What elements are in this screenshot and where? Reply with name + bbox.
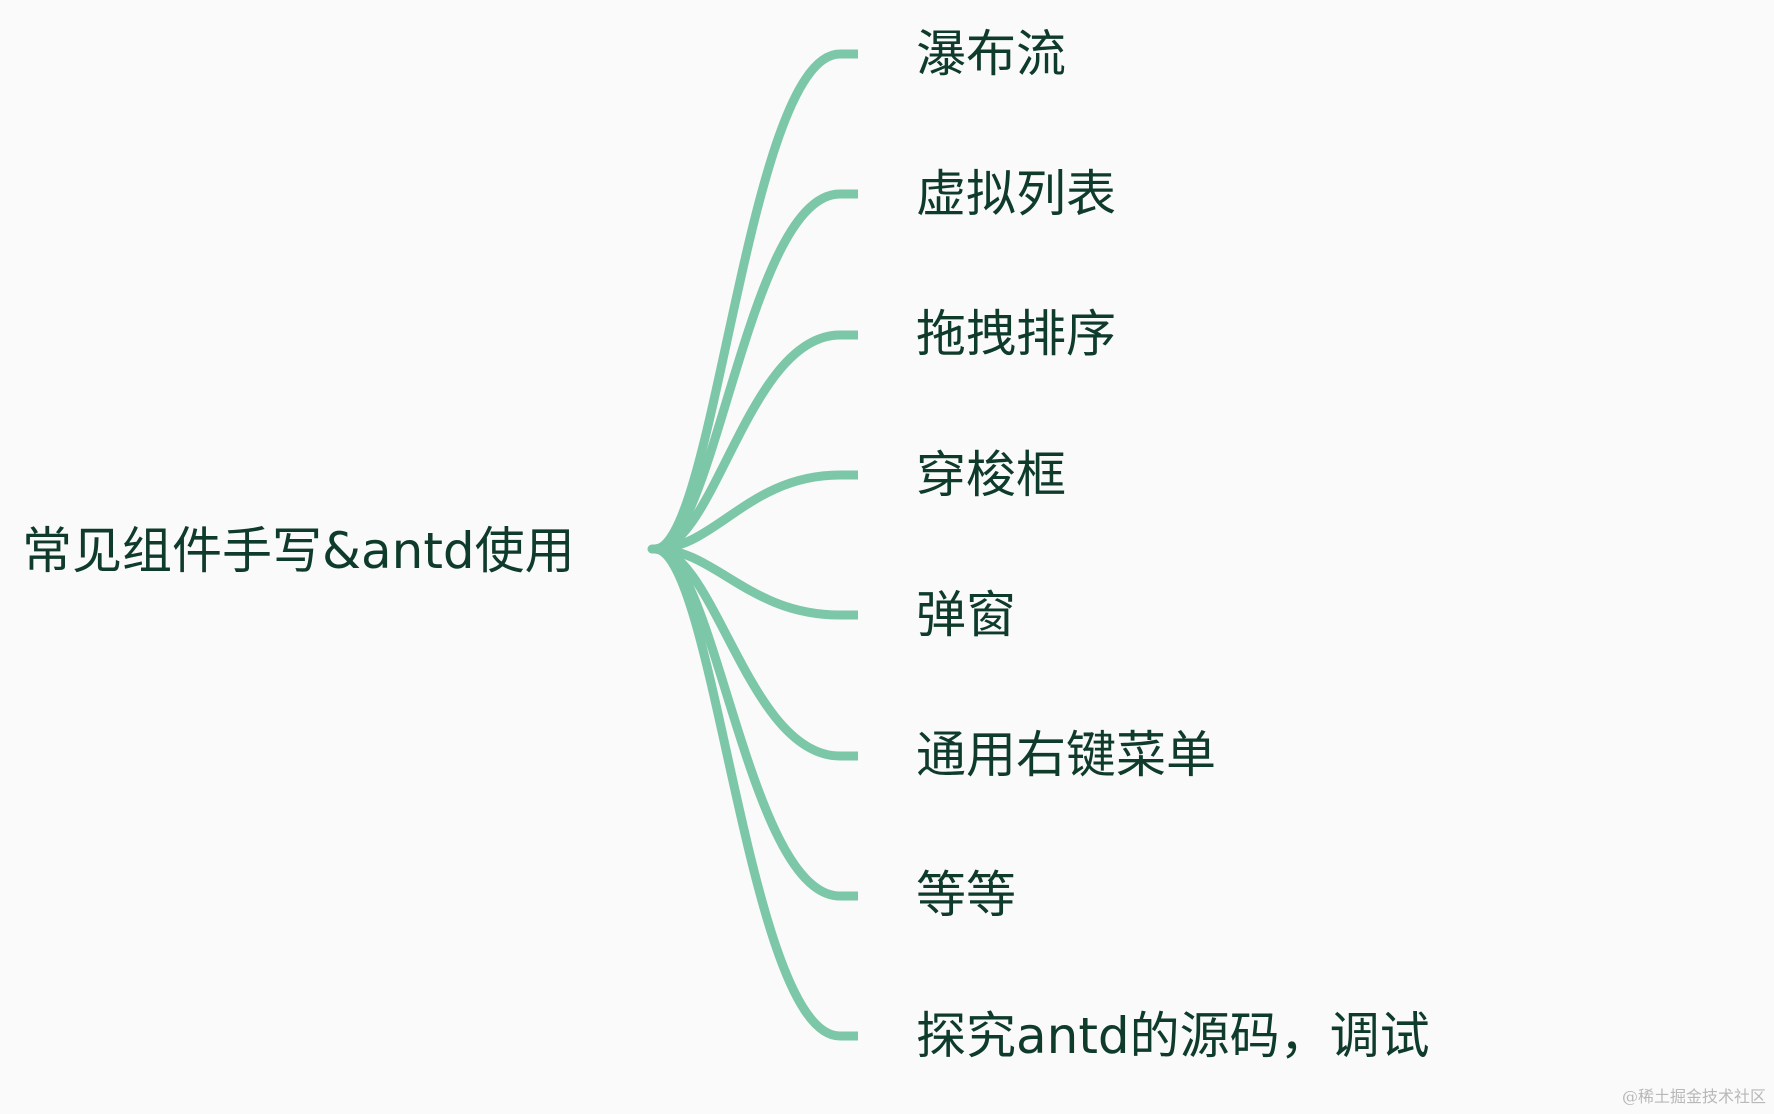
branch-connector-8 xyxy=(653,544,858,1041)
branch-label-3[interactable]: 拖拽排序 xyxy=(916,305,1116,363)
branch-connector-4 xyxy=(654,470,858,554)
branch-connector-2 xyxy=(654,189,858,554)
watermark: @稀土掘金技术社区 xyxy=(1621,1087,1766,1106)
branch-label-7[interactable]: 等等 xyxy=(916,866,1016,924)
branch-label-4[interactable]: 穿梭框 xyxy=(916,446,1066,504)
branch-label-6[interactable]: 通用右键菜单 xyxy=(916,726,1216,784)
branch-label-8[interactable]: 探究antd的源码，调试 xyxy=(916,1007,1430,1065)
branch-label-2[interactable]: 虚拟列表 xyxy=(916,165,1116,223)
branch-connectors xyxy=(647,49,858,1041)
branch-connector-5 xyxy=(654,544,858,620)
branch-connector-3 xyxy=(654,330,858,554)
branch-label-1[interactable]: 瀑布流 xyxy=(916,25,1066,83)
branch-label-5[interactable]: 弹窗 xyxy=(916,586,1016,644)
root-node-label[interactable]: 常见组件手写&antd使用 xyxy=(22,522,575,580)
